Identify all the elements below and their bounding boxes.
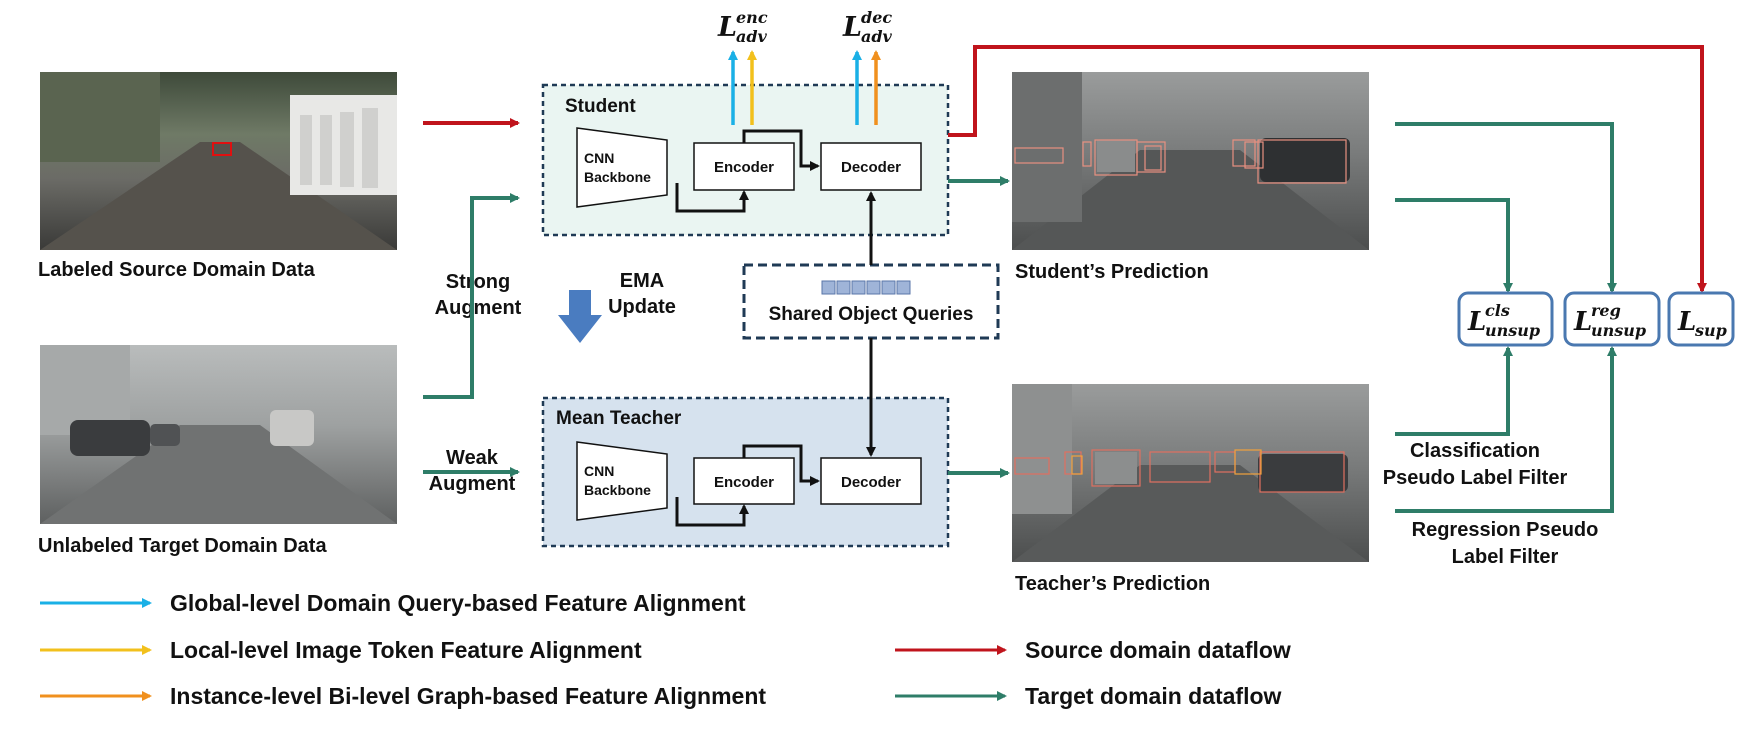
cls-filter-line1: Classification: [1410, 440, 1540, 462]
reg-filter-line2: Label Filter: [1452, 546, 1559, 568]
loss-unsup-reg: L reg unsup: [1573, 301, 1646, 340]
loss-sup: L sup: [1677, 307, 1727, 340]
teacher-backbone-to-encoder: [675, 497, 749, 527]
student-decoder-label: Decoder: [841, 159, 901, 176]
student-encoder-label: Encoder: [714, 159, 774, 176]
shared-queries-block: [742, 263, 1000, 340]
teacher-pred-caption: Teacher’s Prediction: [1015, 573, 1210, 595]
svg-text:CNN: CNN: [584, 463, 614, 479]
weak-augment-line1: Weak: [446, 447, 499, 469]
svg-text:cls: cls: [1485, 301, 1510, 320]
ema-line2: Update: [608, 296, 676, 318]
teacher-decoder: [820, 457, 922, 505]
cls-filter-line2: Pseudo Label Filter: [1383, 467, 1568, 489]
ema-arrow: [558, 290, 602, 343]
legend-instance-label: Instance-level Bi-level Graph-based Feat…: [170, 683, 766, 709]
student-pred-caption: Student’s Prediction: [1015, 261, 1209, 283]
svg-text:CNN: CNN: [584, 150, 614, 166]
loss-sup-box: [1667, 291, 1735, 347]
teacher-encoder-to-decoder: [742, 444, 820, 486]
svg-text:enc: enc: [736, 8, 768, 27]
legend-global-label: Global-level Domain Query-based Feature …: [170, 590, 746, 616]
teacher-encoder-label: Encoder: [714, 474, 774, 491]
student-cnn-backbone: CNN Backbone: [576, 127, 668, 208]
strong-augment-line1: Strong: [446, 271, 510, 293]
ema-line1: EMA: [620, 270, 664, 292]
legend-source-label: Source domain dataflow: [1025, 637, 1291, 663]
teacher-cnn-backbone: CNN Backbone: [576, 441, 668, 521]
svg-text:L: L: [717, 12, 737, 43]
svg-text:L: L: [1573, 307, 1592, 337]
svg-text:sup: sup: [1694, 321, 1727, 340]
student-encoder: [693, 142, 795, 191]
svg-text:Backbone: Backbone: [584, 169, 651, 185]
svg-text:L: L: [1467, 307, 1486, 337]
svg-text:Backbone: Backbone: [584, 482, 651, 498]
loss-adv-dec: L dec adv: [842, 8, 893, 46]
svg-text:adv: adv: [736, 27, 768, 46]
teacher-encoder: [693, 457, 795, 505]
svg-text:L: L: [1677, 307, 1696, 337]
query-tokens: [821, 280, 911, 295]
source-bbox: [212, 142, 232, 156]
teacher-to-reg-loss-arrow: [1395, 346, 1617, 513]
source-caption: Labeled Source Domain Data: [38, 259, 316, 281]
svg-text:adv: adv: [861, 27, 893, 46]
target-strong-to-student-arrow: [423, 193, 520, 399]
svg-text:unsup: unsup: [1591, 321, 1646, 340]
supervised-loss-arrow: [948, 45, 1707, 293]
teacher-decoder-label: Decoder: [841, 474, 901, 491]
legend-local-label: Local-level Image Token Feature Alignmen…: [170, 637, 642, 663]
shared-queries-label: Shared Object Queries: [769, 304, 974, 325]
svg-text:L: L: [842, 12, 862, 43]
teacher-prediction-image: [1012, 384, 1369, 562]
teacher-to-cls-loss-arrow: [1395, 346, 1513, 436]
legend-target-label: Target domain dataflow: [1025, 683, 1282, 709]
loss-unsup-reg-box: [1563, 291, 1661, 347]
svg-text:dec: dec: [861, 8, 892, 27]
student-prediction-image: [1012, 72, 1369, 250]
target-caption: Unlabeled Target Domain Data: [38, 535, 327, 557]
student-to-reg-loss-arrow: [1395, 122, 1617, 293]
strong-augment-line2: Augment: [435, 297, 522, 319]
student-encoder-to-decoder: [742, 129, 820, 171]
reg-filter-line1: Regression Pseudo: [1412, 519, 1599, 541]
source-image: [40, 72, 397, 250]
weak-augment-line2: Augment: [429, 473, 516, 495]
student-title: Student: [565, 96, 636, 117]
svg-text:unsup: unsup: [1485, 321, 1540, 340]
loss-unsup-cls-box: [1457, 291, 1554, 347]
svg-text:reg: reg: [1591, 301, 1621, 320]
teacher-title: Mean Teacher: [556, 408, 682, 429]
loss-adv-enc: L enc adv: [717, 8, 768, 46]
target-image: [40, 345, 397, 524]
student-decoder: [820, 142, 922, 191]
student-to-cls-loss-arrow: [1395, 198, 1513, 293]
loss-unsup-cls: L cls unsup: [1467, 301, 1540, 340]
student-backbone-to-encoder: [675, 183, 749, 213]
